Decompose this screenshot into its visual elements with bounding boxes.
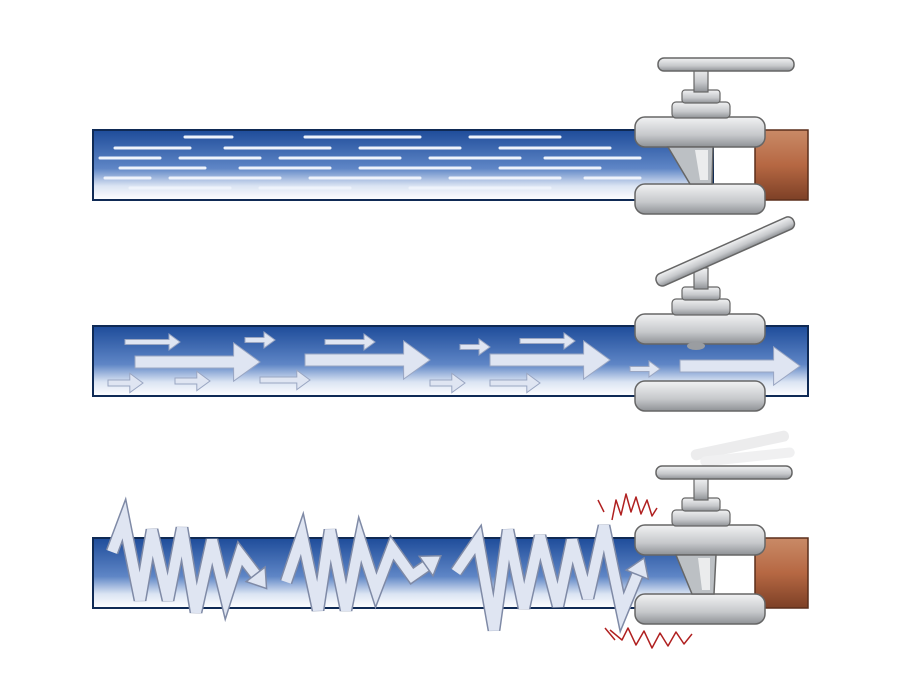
flow-arrow-icon [244,565,268,590]
flow-arrow-icon [134,341,261,383]
handle-icon [655,216,796,287]
panel-slamming [92,430,809,649]
flow-arrow-icon [324,333,376,351]
flow-arrow-icon [417,555,442,578]
flow-arrow-icon [259,369,311,391]
streamlines [98,135,642,190]
flow-arrows [107,331,801,394]
valve-icon [634,477,766,625]
flow-arrow-icon [459,338,491,356]
zigzag-fill [281,516,435,612]
flow-arrow-icon [489,339,611,381]
flow-arrow-icon [304,339,431,381]
valve-icon [634,267,766,412]
panel-open [92,216,809,412]
flow-arrow-icon [244,331,276,349]
zigzag-fill [451,524,645,631]
flow-arrow-icon [429,372,466,394]
handle-icon [657,57,795,72]
panel-closed [92,57,809,215]
handle-icon [655,465,793,480]
flow-arrow-icon [124,333,181,351]
shock-zigzags [105,496,650,635]
shock-wave-icon [597,493,693,649]
flow-arrow-icon [174,370,211,392]
flow-arrow-icon [107,372,144,394]
flow-arrow-icon [624,556,650,581]
flow-arrow-icon [519,332,576,350]
flow-arrow-icon [679,345,801,387]
valve-icon [634,67,766,215]
handle-motion-blur [690,430,795,467]
zigzag-fill [107,501,264,617]
flow-arrow-icon [629,360,661,378]
flow-arrow-icon [489,372,541,394]
